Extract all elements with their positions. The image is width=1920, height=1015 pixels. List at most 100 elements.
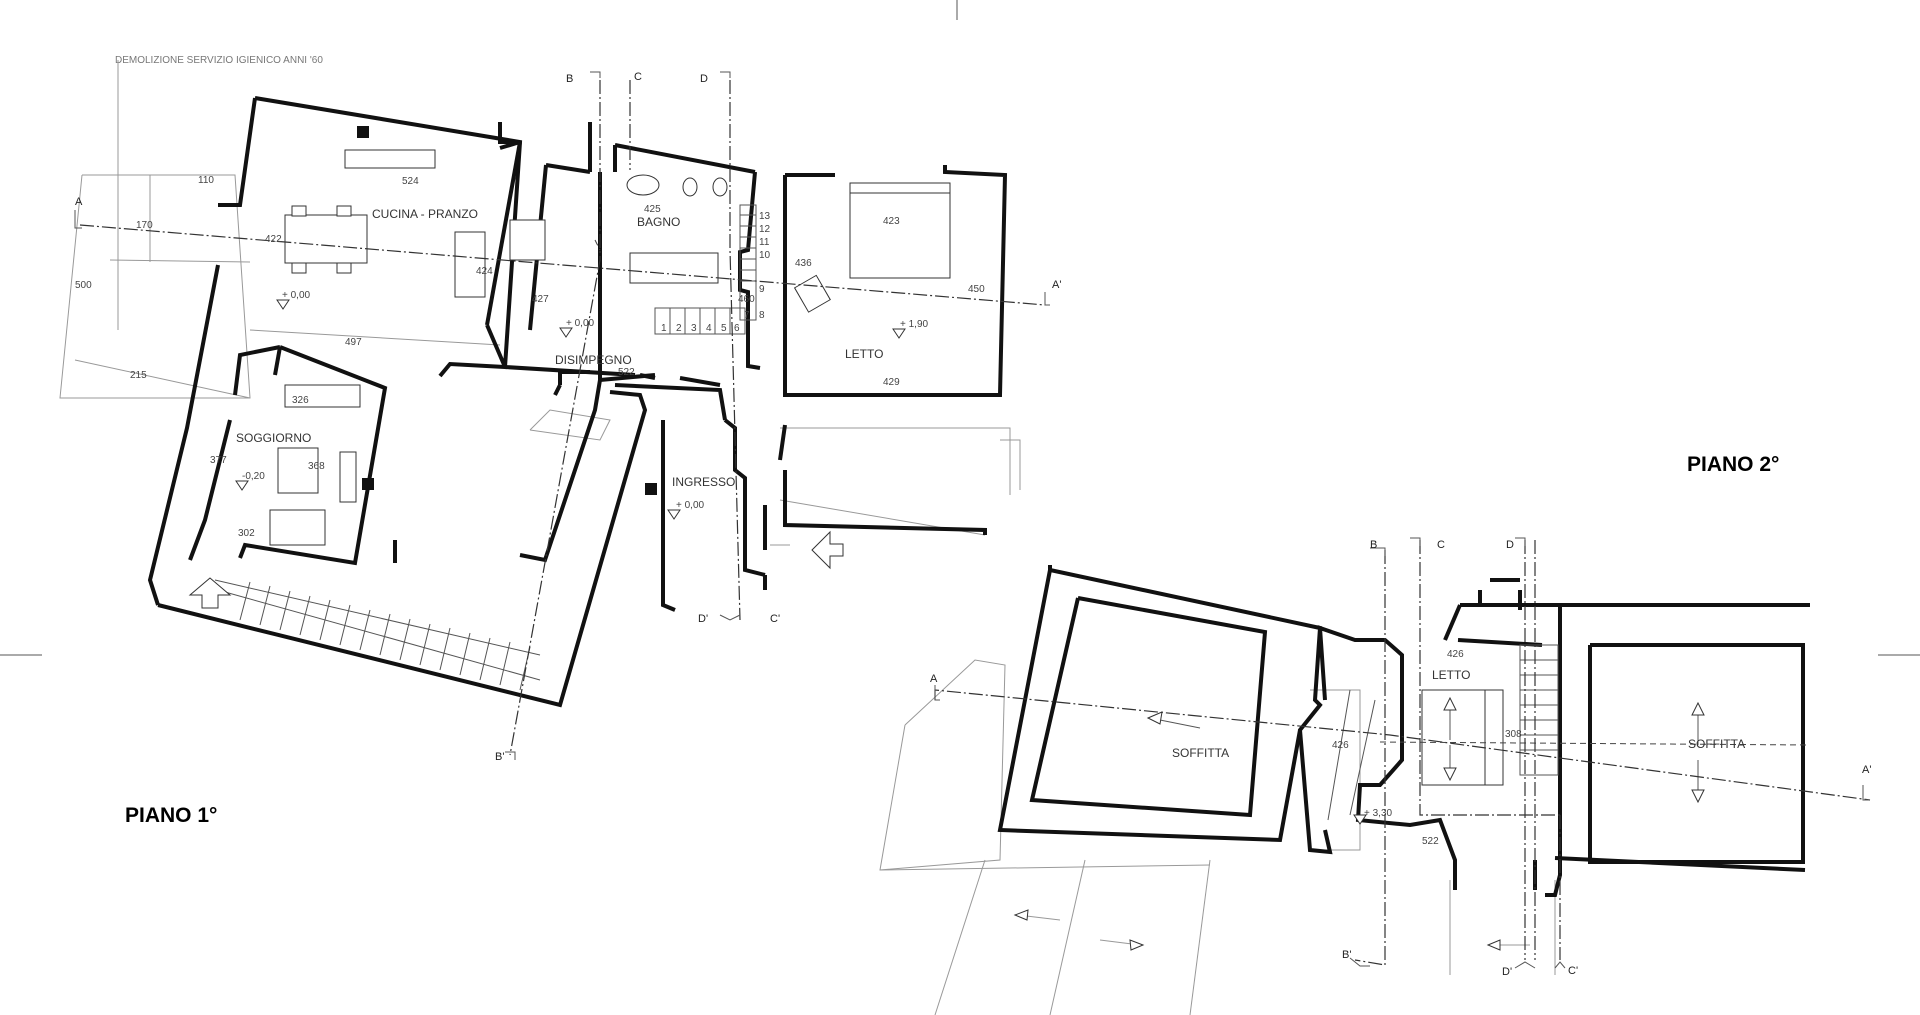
dim-425: 425	[644, 204, 661, 215]
level-marker-icon	[235, 480, 249, 491]
section-a-floor-2: A	[930, 673, 938, 685]
floor-1-section-lines	[74, 71, 1050, 760]
section-a-prime: A'	[1052, 279, 1061, 291]
stair-step-4: 4	[706, 323, 712, 334]
armchair	[793, 274, 831, 313]
entry-arrow-stairs	[188, 577, 232, 609]
dim-427: 427	[532, 294, 549, 305]
entry-arrow-ingresso	[811, 530, 844, 570]
floor-1-exterior-stairs	[214, 579, 541, 691]
stair-step-7: 7	[744, 310, 750, 321]
floor-2-walls	[997, 565, 1810, 897]
section-c-prime: C'	[770, 613, 780, 625]
dim-497: 497	[345, 337, 362, 348]
floor-1-level-markers: + 0,00 + 0,00 + 1,90 -0,20 + 0,00	[235, 290, 929, 520]
bed-floor-2	[1421, 689, 1493, 786]
level-marker-icon	[559, 327, 573, 338]
section-d: D	[700, 73, 708, 85]
dim-426-left: 426	[1332, 740, 1349, 751]
dim-500: 500	[75, 280, 92, 291]
floor-1-entry-arrows	[188, 530, 844, 609]
dining-table	[284, 214, 368, 264]
floor-2-section-labels: A A' B C D B' D' C'	[930, 539, 1871, 978]
dim-436: 436	[795, 258, 812, 269]
level-letto-floor-2: + 3,30	[1364, 808, 1393, 819]
level-ingresso: + 0,00	[676, 500, 705, 511]
dim-426-top: 426	[1447, 649, 1464, 660]
dim-424: 424	[476, 266, 493, 277]
floor-2-section-lines	[934, 537, 1871, 969]
dim-308: 308	[1505, 729, 1522, 740]
level-marker-icon	[276, 299, 290, 310]
floor-1-furniture	[269, 126, 951, 546]
section-b: B	[566, 73, 573, 85]
floor-1-room-labels: CUCINA - PRANZO BAGNO LETTO DISIMPEGNO S…	[236, 207, 883, 489]
dim-170: 170	[136, 220, 153, 231]
dim-522: 522	[618, 367, 635, 378]
down-arrow-icon	[1443, 767, 1457, 782]
section-c-prime-floor-2: C'	[1568, 965, 1578, 977]
floor-1-walls	[147, 96, 1008, 708]
floor-2-plan: SOFFITTA LETTO SOFFITTA + 3,30 426 426 3…	[879, 453, 1871, 1015]
room-label-soffitta-2: SOFFITTA	[1688, 737, 1745, 751]
dim-368: 368	[308, 461, 325, 472]
dim-326: 326	[292, 395, 309, 406]
level-marker-icon	[892, 328, 906, 339]
stair-step-5: 5	[721, 323, 727, 334]
floor-2-letto-interior	[1327, 644, 1559, 821]
dim-377: 377	[210, 455, 227, 466]
level-cucina: + 0,00	[282, 290, 311, 301]
room-label-ingresso: INGRESSO	[672, 475, 735, 489]
floor-2-room-labels: SOFFITTA LETTO SOFFITTA	[1172, 668, 1745, 760]
floor-2-title: PIANO 2°	[1687, 453, 1779, 476]
stair-step-8: 8	[759, 310, 765, 321]
left-arrow-icon	[1486, 939, 1501, 951]
demolition-note: DEMOLIZIONE SERVIZIO IGIENICO ANNI '60	[115, 55, 323, 66]
section-d-floor-2: D	[1506, 539, 1514, 551]
floor-1-internal-stair: 1 2 3 4 5 6 7 8 9 10 11 12 13	[654, 204, 771, 335]
floor-1-section-labels: A A' B C D B' D' C'	[75, 71, 1061, 763]
floor-1-title: PIANO 1°	[125, 804, 217, 827]
coffee-table	[277, 447, 319, 494]
stair-step-11: 11	[759, 237, 770, 248]
living-cabinet	[339, 451, 357, 503]
fireplace-symbol	[357, 126, 369, 138]
section-c-floor-2: C	[1437, 539, 1445, 551]
section-b-prime-floor-2: B'	[1342, 949, 1351, 961]
stair-step-10: 10	[759, 250, 771, 261]
left-arrow-icon	[1013, 909, 1029, 921]
section-a-prime-floor-2: A'	[1862, 764, 1871, 776]
dim-429: 429	[883, 377, 900, 388]
level-letto: + 1,90	[900, 319, 929, 330]
room-label-disimpegno: DISIMPEGNO	[555, 353, 632, 367]
floor-1-dimensions: 110 170 500 215 524 422 424 497 427 425 …	[75, 175, 985, 539]
shower	[509, 219, 546, 261]
down-arrow-icon	[1691, 789, 1705, 804]
dim-522-floor-2: 522	[1422, 836, 1439, 847]
level-soggiorno: -0,20	[242, 471, 265, 482]
stair-step-6: 6	[734, 323, 740, 334]
room-label-soggiorno: SOGGIORNO	[236, 431, 311, 445]
right-arrow-icon	[1129, 939, 1145, 951]
stair-step-1: 1	[661, 323, 667, 334]
living-sofa-bottom	[269, 509, 326, 546]
stair-step-13: 13	[759, 211, 771, 222]
dim-215: 215	[130, 370, 147, 381]
section-d-prime: D'	[698, 613, 708, 625]
bathtub	[629, 252, 719, 284]
soffitta-1-outline	[1029, 596, 1268, 818]
floor-2-level-markers: + 3,30	[1353, 808, 1393, 825]
floor-2-dimensions: 426 426 308 522	[1332, 649, 1522, 847]
kitchen-sofa	[454, 231, 486, 298]
up-arrow-icon	[1691, 701, 1705, 716]
floor-2-soffitta-arrows	[1013, 701, 1705, 951]
room-label-letto-floor-2: LETTO	[1432, 668, 1470, 682]
soffitta-2-outline	[1588, 643, 1805, 864]
level-marker-icon	[667, 509, 681, 520]
section-b-floor-2: B	[1370, 539, 1377, 551]
bed	[849, 189, 951, 279]
room-label-soffitta-1: SOFFITTA	[1172, 746, 1229, 760]
room-label-cucina-pranzo: CUCINA - PRANZO	[372, 207, 478, 221]
section-b-prime: B'	[495, 751, 504, 763]
